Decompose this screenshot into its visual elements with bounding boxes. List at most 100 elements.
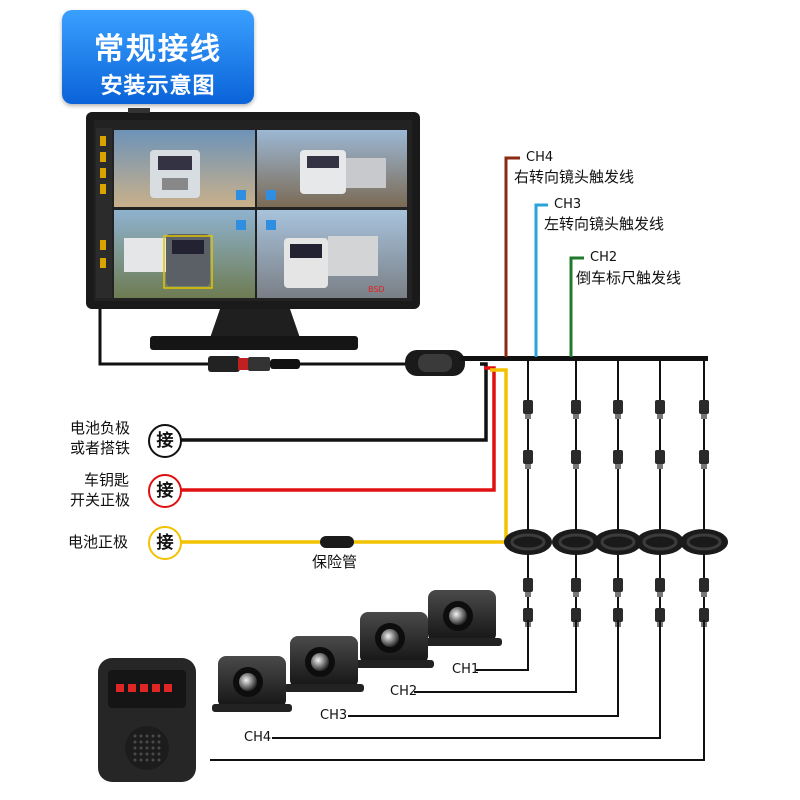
title-line2: 安装示意图 xyxy=(100,74,216,99)
aviation-connector-1-2 xyxy=(523,450,533,464)
ignition-connect-badge: 接 xyxy=(148,474,182,508)
truck-image-1 xyxy=(150,150,200,198)
speaker-hole xyxy=(145,746,149,750)
aviation-connector-5-2 xyxy=(699,450,709,464)
speaker-hole xyxy=(157,758,161,762)
cable-coil-4 xyxy=(636,529,684,555)
speaker-hole xyxy=(145,758,149,762)
connector-pin-3-1 xyxy=(615,414,621,419)
trigger-ch2-channel: CH2 xyxy=(590,250,618,265)
speaker-hole xyxy=(139,734,143,738)
trigger-ch3-desc: 左转向镜头触发线 xyxy=(544,215,665,233)
title-line1: 常规接线 xyxy=(94,32,222,67)
camera-ch2 xyxy=(354,612,434,668)
truck-image-4: BSD xyxy=(284,236,385,294)
connector-pin-3-3 xyxy=(615,592,621,597)
fuse xyxy=(320,536,354,548)
aviation-connector-4-1 xyxy=(655,400,665,414)
aviation-connector-1-4 xyxy=(523,608,533,622)
ch1-cable xyxy=(476,620,529,671)
cable-coil-1 xyxy=(504,529,552,555)
aviation-connector-2-3 xyxy=(571,578,581,592)
camera-ch4 xyxy=(212,656,292,712)
aviation-connector-2-2 xyxy=(571,450,581,464)
trigger-ch4-desc: 右转向镜头触发线 xyxy=(514,168,635,186)
speaker-hole xyxy=(145,740,149,744)
cable-coil-3 xyxy=(594,529,642,555)
speaker-hole xyxy=(139,752,143,756)
title-badge: 常规接线 安装示意图 xyxy=(62,10,254,104)
aviation-connector-5-1 xyxy=(699,400,709,414)
camera-branches xyxy=(504,358,728,627)
connector-pin-5-1 xyxy=(701,414,707,419)
connector-pin-2-1 xyxy=(573,414,579,419)
speaker-hole xyxy=(157,734,161,738)
monitor-connector xyxy=(208,356,300,372)
speaker-hole xyxy=(139,746,143,750)
ground-label-line2: 或者搭铁 xyxy=(70,439,131,457)
ch2-cable xyxy=(414,620,577,693)
ground-wire xyxy=(178,362,488,442)
speaker-hole xyxy=(157,752,161,756)
aviation-connector-4-3 xyxy=(655,578,665,592)
speaker-hole xyxy=(133,734,137,738)
aviation-connector-3-1 xyxy=(613,400,623,414)
aviation-connector-1-3 xyxy=(523,578,533,592)
speaker-hole xyxy=(151,746,155,750)
connector-pin-5-2 xyxy=(701,464,707,469)
speaker-hole xyxy=(133,752,137,756)
trigger-wire-ch4 xyxy=(504,156,520,357)
alarm-box xyxy=(98,658,196,782)
cable-coil-2 xyxy=(552,529,600,555)
aviation-connector-1-1 xyxy=(523,400,533,414)
ground-connect-badge: 接 xyxy=(148,424,182,458)
cable-coil-ring-1 xyxy=(510,533,546,551)
speaker-hole xyxy=(157,746,161,750)
connector-pin-1-1 xyxy=(525,414,531,419)
aviation-connector-4-4 xyxy=(655,608,665,622)
speaker-hole xyxy=(133,740,137,744)
speaker-hole xyxy=(133,758,137,762)
connector-pin-4-3 xyxy=(657,592,663,597)
cable-coil-ring-2 xyxy=(558,533,594,551)
ignition-label-line2: 开关正极 xyxy=(70,491,131,509)
trigger-ch4-channel: CH4 xyxy=(526,150,554,165)
fuse-label: 保险管 xyxy=(312,553,358,571)
connector-pin-2-2 xyxy=(573,464,579,469)
camera-ch1 xyxy=(422,590,502,646)
battery-positive-connect-badge: 接 xyxy=(148,526,182,560)
trigger-ch2-desc: 倒车标尺触发线 xyxy=(576,269,682,287)
truck-image-3 xyxy=(124,234,213,289)
trigger-wire-ch2 xyxy=(569,256,584,357)
connector-pin-1-3 xyxy=(525,592,531,597)
aviation-connector-5-3 xyxy=(699,578,709,592)
aviation-connector-2-4 xyxy=(571,608,581,622)
speaker-hole xyxy=(139,758,143,762)
ground-label-line1: 电池负极 xyxy=(70,419,131,437)
speaker-hole xyxy=(145,752,149,756)
ignition-label-line1: 车钥匙 xyxy=(84,471,130,489)
ch4-cable xyxy=(272,620,661,739)
aviation-connector-3-4 xyxy=(613,608,623,622)
monitor: BSD xyxy=(86,108,420,350)
camera-label-ch1: CH1 xyxy=(452,662,480,677)
speaker-hole xyxy=(157,740,161,744)
camera-label-ch2: CH2 xyxy=(390,684,418,699)
connector-pin-4-2 xyxy=(657,464,663,469)
cable-coil-ring-5 xyxy=(686,533,722,551)
ch3-cable xyxy=(348,620,619,717)
battery-positive-label: 电池正极 xyxy=(68,533,129,551)
trigger-ch3-channel: CH3 xyxy=(554,197,582,212)
camera-ch3 xyxy=(284,636,364,692)
aviation-connector-2-1 xyxy=(571,400,581,414)
aviation-connector-4-2 xyxy=(655,450,665,464)
speaker-hole xyxy=(139,740,143,744)
harness-connector xyxy=(405,350,465,376)
battery-positive-wire xyxy=(178,368,508,544)
speaker-hole xyxy=(151,752,155,756)
cable-coil-ring-3 xyxy=(600,533,636,551)
connector-pin-2-3 xyxy=(573,592,579,597)
aviation-connector-3-3 xyxy=(613,578,623,592)
speaker-hole xyxy=(151,740,155,744)
